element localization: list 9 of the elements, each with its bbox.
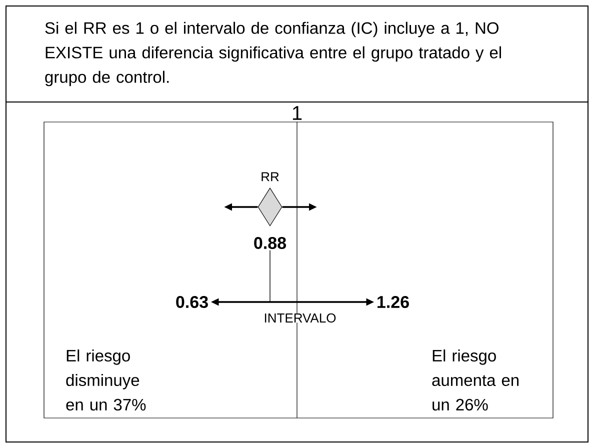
value-text: 1.26 (378, 296, 409, 308)
value-text: 0.88 (254, 236, 286, 250)
note-text: El riesgo disminuye en un 37% (66, 349, 146, 411)
note-text: El riesgo aumenta en un 26% (432, 349, 519, 411)
rr-diamond (258, 188, 282, 226)
beside-label: RR (262, 172, 279, 182)
interval-label: INTERVALO (264, 313, 336, 323)
value-text: 0.63 (176, 296, 208, 308)
note-box: Si el RR es 1 o el intervalo de confianza (IC) incluye a 1, NO EXISTE una diferencia significativa entre el grupo tratado y el grupo de control. (6, 6, 588, 102)
